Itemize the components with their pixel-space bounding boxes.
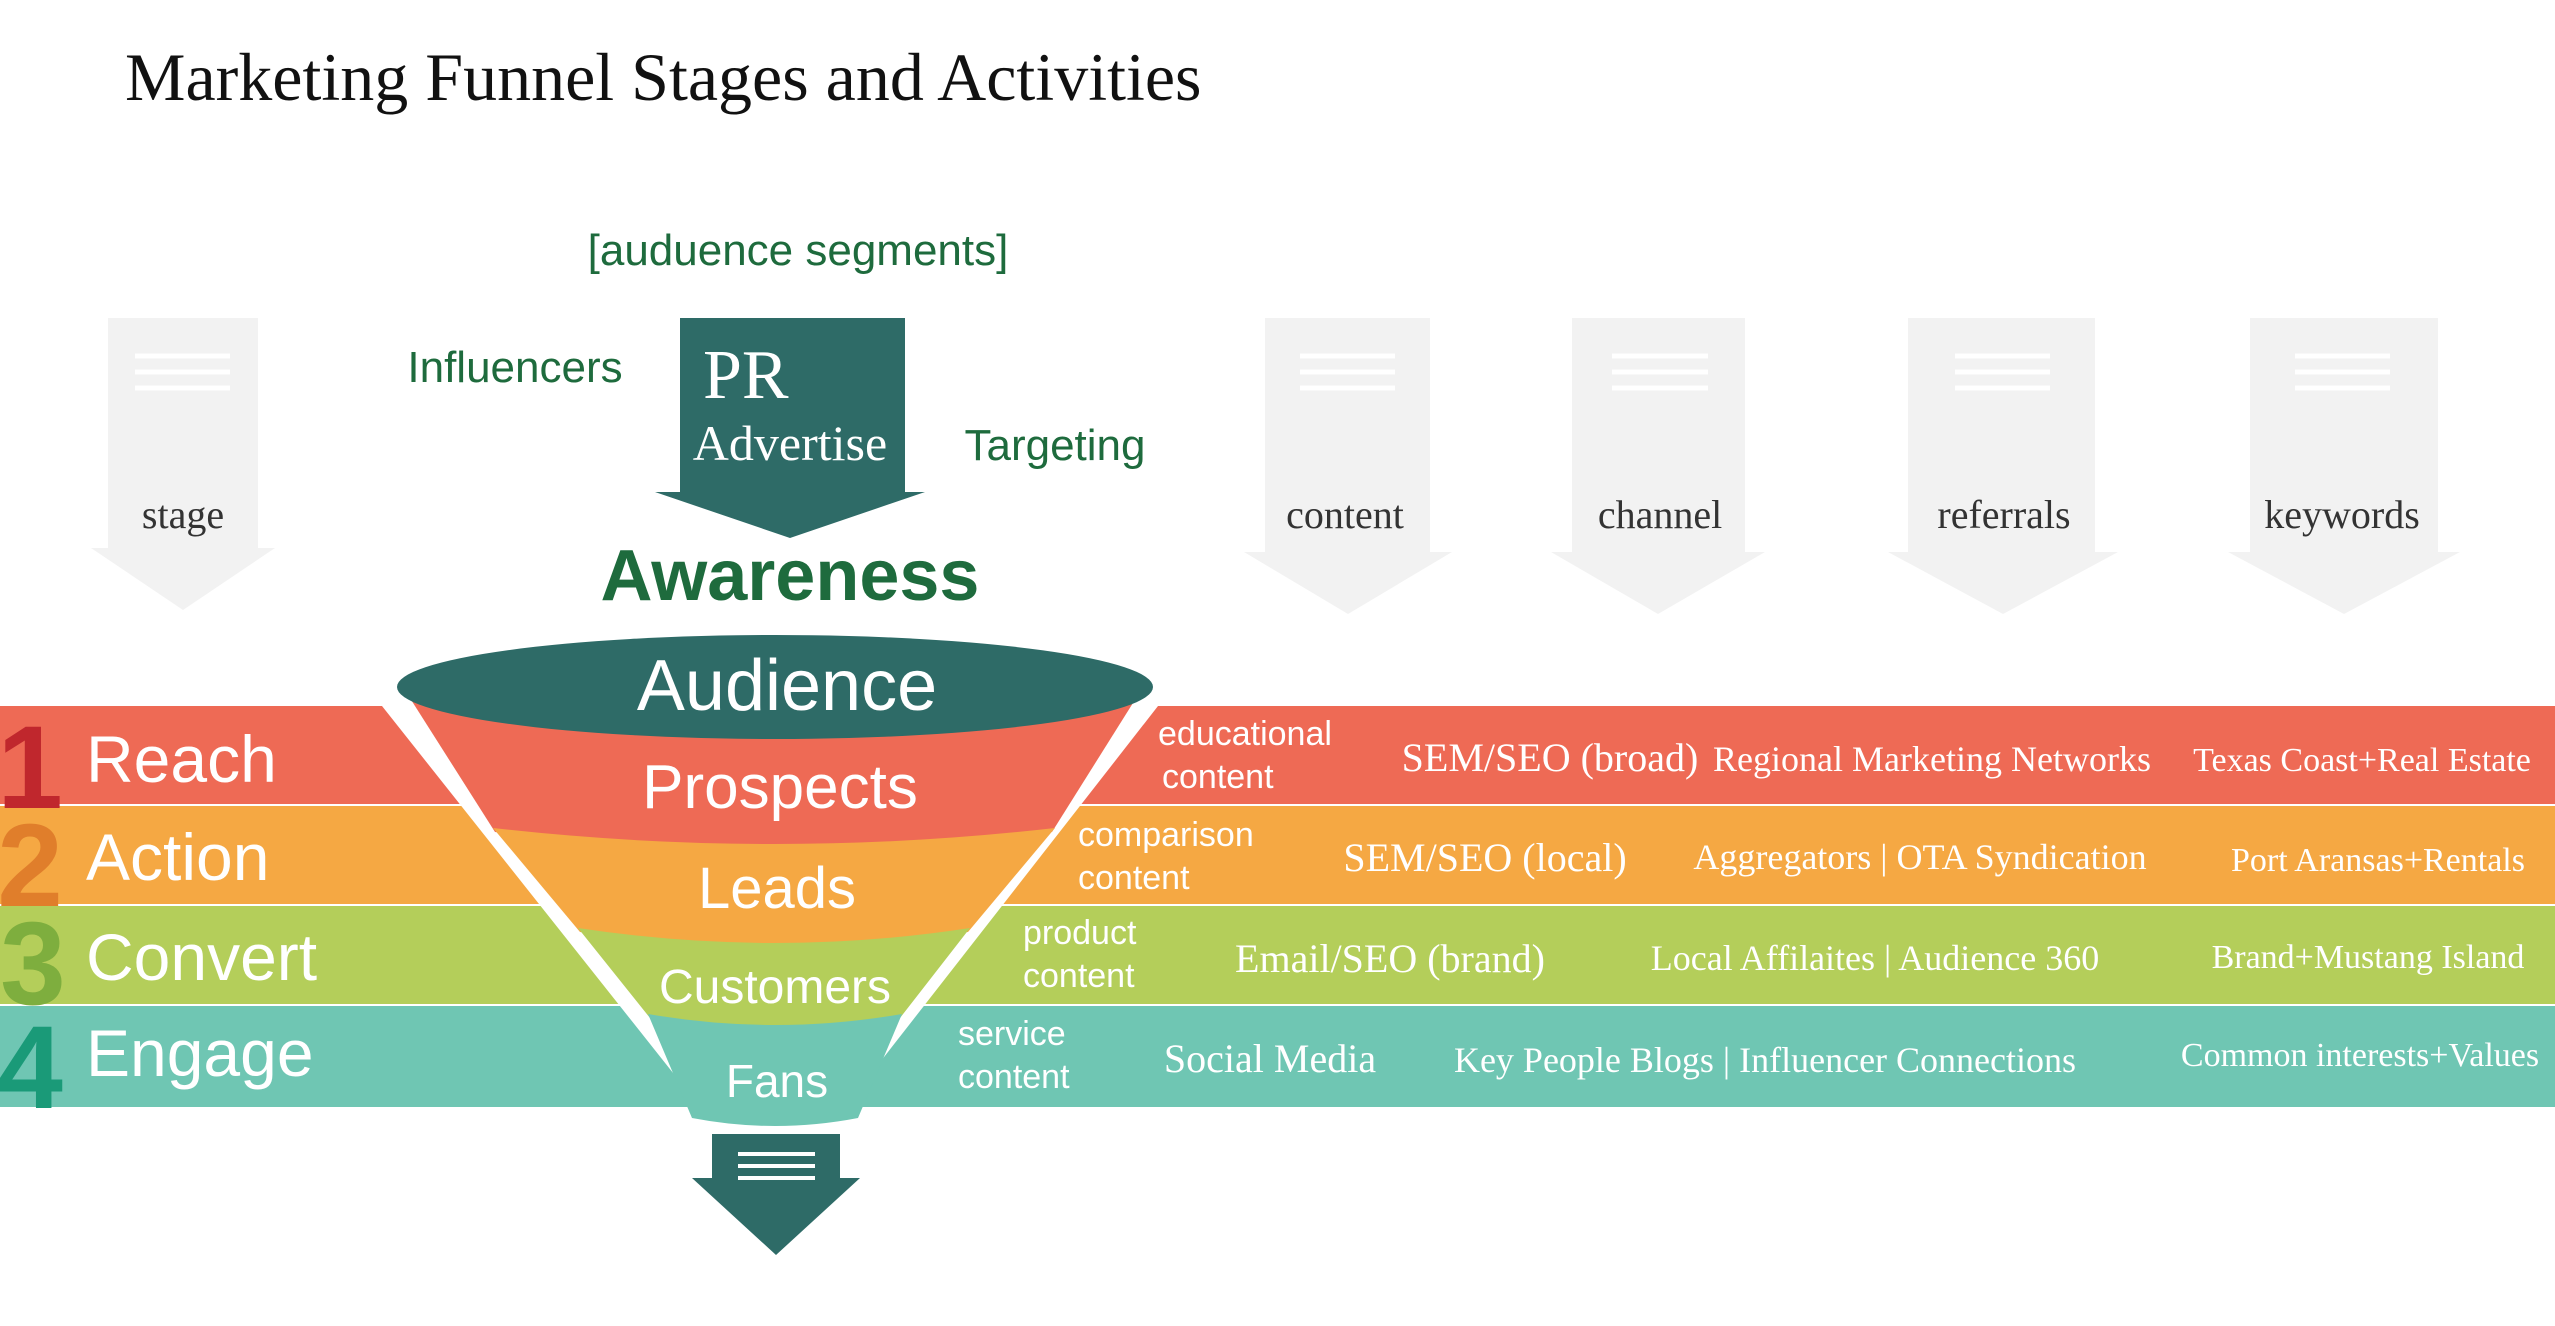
keywords-engage: Common interests+Values bbox=[2181, 1037, 2539, 1074]
channel-engage: Social Media bbox=[1164, 1036, 1376, 1081]
funnel-label-customers: Customers bbox=[659, 961, 891, 1014]
funnel-level-prospects bbox=[408, 695, 1138, 846]
advertise-label: Advertise bbox=[693, 415, 887, 471]
column-header-keywords: keywords bbox=[2264, 492, 2420, 537]
content-reach-line2: content bbox=[1162, 758, 1274, 796]
column-arrow-keywords: keywords bbox=[2228, 318, 2460, 614]
band-convert bbox=[0, 906, 2555, 1004]
column-header-referrals: referrals bbox=[1937, 492, 2070, 537]
input-arrow: PR Advertise bbox=[655, 318, 925, 538]
keywords-action: Port Aransas+Rentals bbox=[2231, 842, 2525, 879]
column-arrow-channel: channel bbox=[1551, 318, 1765, 614]
stage-reach: Reach bbox=[86, 722, 277, 796]
funnel-level-audience bbox=[397, 635, 1153, 739]
content-reach-line1: educational bbox=[1158, 715, 1332, 753]
row-number-2: 2 bbox=[0, 800, 63, 932]
referrals-action: Aggregators | OTA Syndication bbox=[1693, 837, 2146, 877]
stage-engage: Engage bbox=[86, 1016, 314, 1090]
funnel-level-fans bbox=[648, 1014, 902, 1126]
column-arrow-content: content bbox=[1244, 318, 1452, 614]
funnel-label-prospects: Prospects bbox=[642, 753, 918, 822]
channel-action: SEM/SEO (local) bbox=[1343, 835, 1626, 880]
funnel-label-audience: Audience bbox=[637, 646, 937, 726]
column-arrow-referrals: referrals bbox=[1888, 318, 2118, 614]
channel-reach: SEM/SEO (broad) bbox=[1402, 735, 1699, 780]
targeting-label: Targeting bbox=[964, 421, 1145, 470]
content-convert-line1: product bbox=[1023, 914, 1137, 952]
funnel-label-fans: Fans bbox=[726, 1055, 828, 1107]
funnel-level-leads bbox=[493, 828, 1055, 945]
awareness-label: Awareness bbox=[601, 536, 980, 616]
column-header-content: content bbox=[1286, 492, 1404, 537]
row-number-1: 1 bbox=[0, 702, 63, 834]
keywords-reach: Texas Coast+Real Estate bbox=[2193, 742, 2531, 779]
band-action bbox=[0, 806, 2555, 904]
funnel-label-leads: Leads bbox=[698, 856, 856, 921]
referrals-convert: Local Affilaites | Audience 360 bbox=[1651, 938, 2099, 978]
page-title: Marketing Funnel Stages and Activities bbox=[125, 39, 1202, 115]
stage-convert: Convert bbox=[86, 920, 317, 994]
referrals-engage: Key People Blogs | Influencer Connection… bbox=[1454, 1040, 2076, 1080]
content-engage-line2: content bbox=[958, 1058, 1070, 1096]
content-action-line1: comparison bbox=[1078, 816, 1254, 854]
funnel-level-customers bbox=[578, 928, 970, 1028]
column-arrow-stage: stage bbox=[91, 318, 275, 610]
segments-label: [auduence segments] bbox=[588, 226, 1009, 275]
column-header-stage: stage bbox=[142, 492, 224, 537]
content-action-line2: content bbox=[1078, 859, 1190, 897]
row-number-4: 4 bbox=[0, 1002, 63, 1134]
output-arrow bbox=[692, 1134, 860, 1255]
content-engage-line1: service bbox=[958, 1015, 1066, 1053]
pr-label: PR bbox=[703, 337, 789, 414]
keywords-convert: Brand+Mustang Island bbox=[2212, 939, 2525, 976]
channel-convert: Email/SEO (brand) bbox=[1235, 936, 1545, 981]
influencers-label: Influencers bbox=[407, 343, 622, 392]
stage-action: Action bbox=[86, 820, 269, 894]
content-convert-line2: content bbox=[1023, 957, 1135, 995]
referrals-reach: Regional Marketing Networks bbox=[1713, 739, 2151, 779]
column-header-channel: channel bbox=[1598, 492, 1722, 537]
band-engage bbox=[0, 1006, 2555, 1107]
row-number-3: 3 bbox=[0, 898, 66, 1030]
